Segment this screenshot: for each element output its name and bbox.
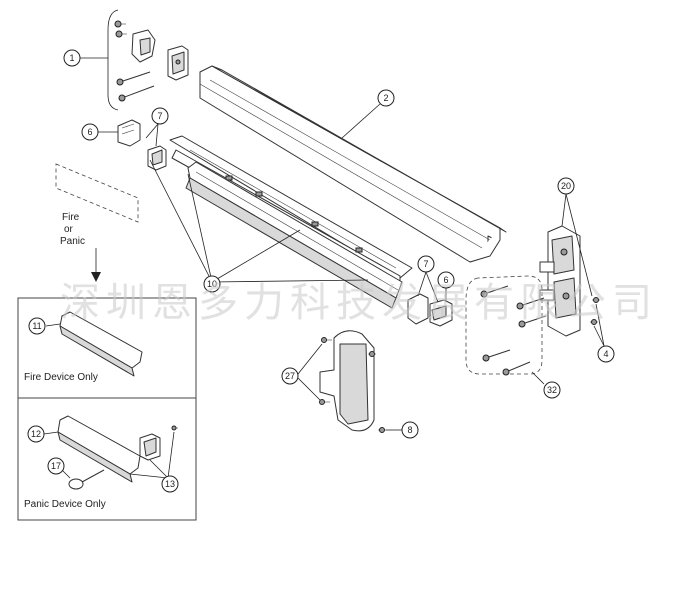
fire-or-panic-label: Fire or Panic (60, 212, 101, 282)
screw-13 (171, 425, 178, 431)
callout-13: 13 (165, 479, 175, 489)
screw-32e (502, 361, 531, 376)
callout-10: 10 (207, 279, 217, 289)
fire-device-option: 11 Fire Device Only (24, 311, 143, 383)
callout-8: 8 (407, 425, 412, 435)
screw-27b (319, 399, 330, 405)
panic-device-only-label: Panic Device Only (24, 499, 106, 510)
fire-or-panic-line3: Panic (60, 236, 85, 247)
screw-4b (590, 319, 598, 325)
pushbar-fragment (55, 163, 139, 223)
watermark-text: 深圳恩多力科技发展有限公司 (60, 280, 658, 326)
options-panel: 11 Fire Device Only 12 13 (17, 297, 197, 521)
screw-8a (368, 351, 376, 357)
callout-2: 2 (383, 93, 388, 103)
screw-4a (592, 297, 600, 303)
end-cap-assembly: 1 (63, 9, 189, 111)
callout-11: 11 (32, 321, 41, 331)
clip-top: 7 (145, 107, 169, 171)
callout-20: 20 (561, 181, 571, 191)
screws-item-4: 4 (590, 297, 615, 363)
screw-long-2 (118, 85, 155, 102)
screw-32d (482, 349, 511, 362)
callout-17: 17 (51, 461, 61, 471)
screw-32a (480, 285, 509, 298)
dogging-key (68, 469, 105, 490)
callout-27: 27 (285, 371, 295, 381)
callout-4: 4 (603, 349, 608, 359)
mounting-plate: 20 (539, 177, 593, 337)
screw-32c (518, 315, 547, 328)
trim-housing: 27 8 (281, 330, 419, 439)
screw-long-1 (116, 71, 151, 86)
arrow-down-icon (91, 272, 101, 282)
callout-7-top: 7 (157, 111, 162, 121)
callout-1: 1 (69, 53, 74, 63)
callout-7-right: 7 (423, 259, 428, 269)
screw-8b (378, 427, 386, 433)
push-bar (185, 161, 403, 309)
callout-6-left: 6 (87, 127, 92, 137)
callout-6-right: 6 (443, 275, 448, 285)
screw-27a (321, 337, 332, 343)
screw-small-2 (115, 30, 127, 38)
fire-or-panic-line1: Fire (62, 212, 80, 223)
screw-small-top (114, 20, 126, 28)
fire-device-only-label: Fire Device Only (24, 372, 98, 383)
callout-10-group: 10 (149, 159, 369, 293)
callout-32: 32 (547, 385, 557, 395)
clip-left: 6 (81, 119, 141, 147)
channel-rail: 2 (199, 65, 507, 263)
callout-12: 12 (31, 429, 41, 439)
mounting-screws-set: 32 (465, 275, 561, 399)
clips-right: 7 6 (407, 255, 455, 327)
fire-or-panic-line2: or (64, 224, 74, 235)
panic-device-option: 12 13 17 Panic Device Only (24, 415, 179, 510)
screw-32b (516, 297, 545, 310)
